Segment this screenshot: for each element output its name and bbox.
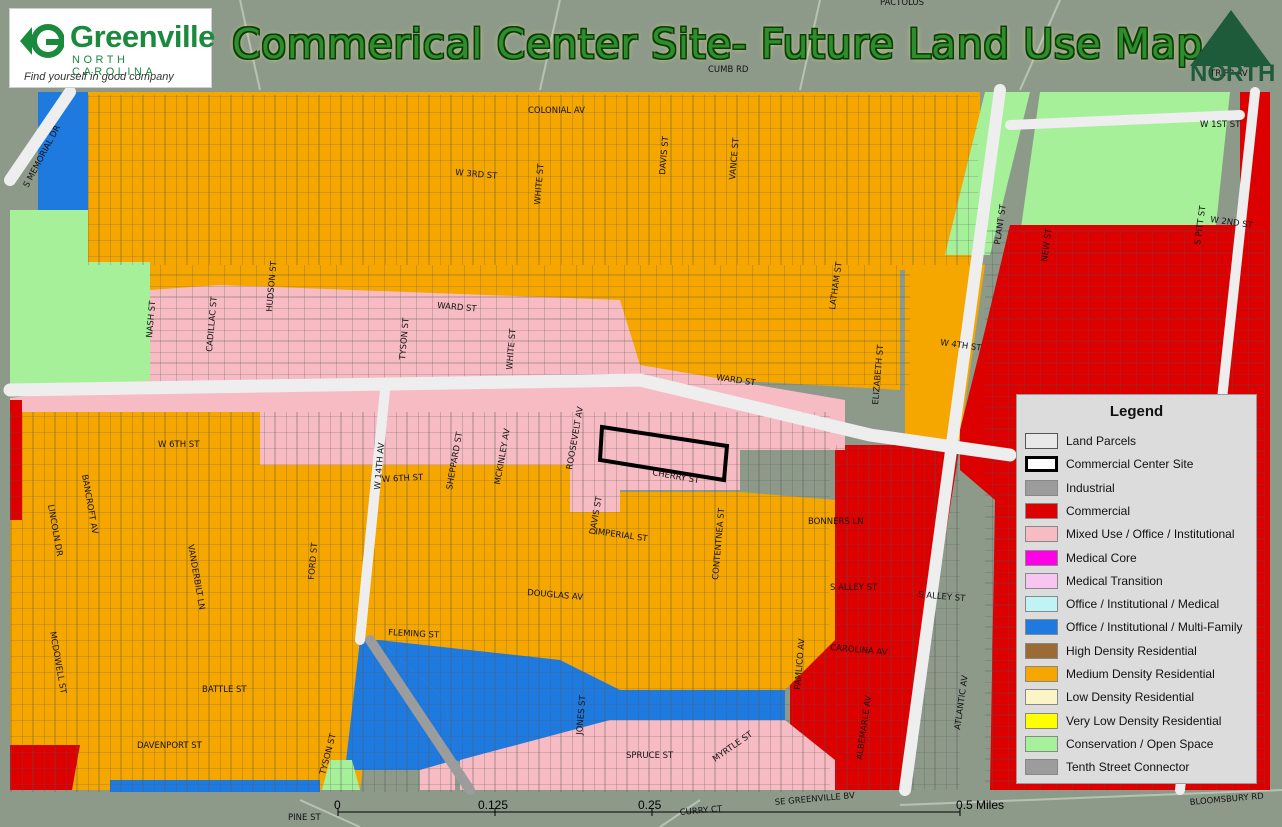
legend-swatch [1025,642,1058,659]
legend-swatch [1025,572,1058,589]
scale-label: 0.5 Miles [956,798,1005,812]
legend-label: High Density Residential [1066,643,1197,658]
logo-name: Greenville [70,19,215,54]
plant-st-road [899,84,1006,796]
legend-label: Office / Institutional / Medical [1066,597,1220,612]
legend-label: Tenth Street Connector [1066,760,1190,775]
north-label: NORTH [1190,60,1276,87]
legend-label: Medium Density Residential [1066,667,1215,681]
scale-ticks [337,808,961,816]
scale-label: 0 [334,798,341,812]
legend-item: Very Low Density Residential [1025,711,1221,731]
legend-label: Land Parcels [1066,434,1137,448]
legend-label: Commercial Center Site [1066,457,1194,472]
legend-swatch [1025,549,1058,566]
memorial-dr-road [4,86,76,186]
legend-swatch [1025,735,1058,752]
w-5th-st-road [3,373,1017,462]
legend-swatch [1025,759,1058,776]
greenville-mark-icon [20,24,64,58]
logo-tagline: Find yourself in good company [24,71,174,83]
legend-swatch [1025,456,1058,473]
legend-label: Very Low Density Residential [1066,713,1222,728]
legend-item: Office / Institutional / Medical [1025,594,1219,614]
legend-item: Mixed Use / Office / Institutional [1025,524,1235,544]
legend-swatch [1025,433,1058,449]
commercial-center-site-outline[interactable] [597,424,730,483]
legend-label: Mixed Use / Office / Institutional [1066,527,1235,542]
legend-item: Commercial [1025,501,1130,521]
legend-item: Medical Transition [1025,571,1163,591]
legend-label: Industrial [1066,480,1115,495]
greenville-logo: Greenville NORTH CAROLINA Find yourself … [9,8,215,88]
legend-title: Legend [1109,403,1164,420]
legend-item: Industrial [1025,478,1115,498]
legend-label: Commercial [1066,503,1131,518]
logo-state: NORTH CAROLINA [72,54,157,78]
legend-label: Office / Institutional / Multi-Family [1066,620,1243,635]
land-parcels [10,95,1265,792]
legend-swatch [1025,502,1058,519]
scale-label: 0.25 [638,798,662,812]
legend-item: Office / Institutional / Multi-Family [1025,617,1243,637]
legend-swatch [1025,666,1058,682]
legend-label: Medical Transition [1066,573,1163,588]
legend-label: Low Density Residential [1066,690,1195,705]
legend-item: Tenth Street Connector [1025,757,1189,777]
legend-item: Medium Density Residential [1025,664,1215,684]
scale-label: 0.125 [478,798,509,812]
legend-label: Conservation / Open Space [1066,736,1214,751]
w-14th-av-road [355,385,390,645]
legend-item: Commercial Center Site [1025,454,1193,474]
legend-item: Land Parcels [1025,431,1136,451]
legend-item: High Density Residential [1025,641,1197,661]
legend-item: Low Density Residential [1025,687,1194,707]
legend-swatch [1025,596,1058,613]
tenth-street-connector-road [365,635,475,795]
map-title: Commerical Center Site- Future Land Use … [232,20,1203,68]
legend-item: Conservation / Open Space [1025,734,1213,754]
legend-swatch [1025,526,1058,543]
legend-swatch [1025,619,1058,636]
north-arrow-icon [1190,10,1272,66]
legend-swatch [1025,479,1058,496]
legend-label: Medical Core [1066,550,1137,565]
legend-swatch [1025,712,1058,729]
w-1st-st-road [1005,110,1245,130]
legend-item: Medical Core [1025,548,1137,568]
scale-bar: 0 0.125 0.25 0.5 Miles [330,798,1020,820]
legend-swatch [1025,689,1058,706]
conservation-area-northeast[interactable] [1020,92,1230,235]
basemap-roads [239,0,1282,827]
